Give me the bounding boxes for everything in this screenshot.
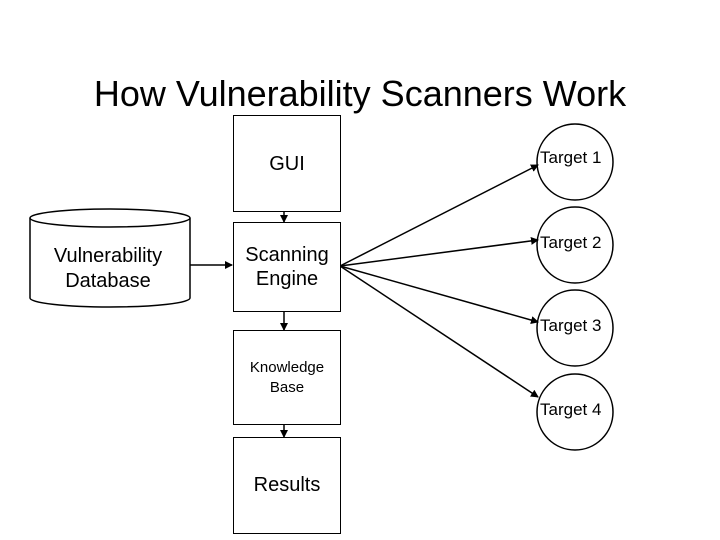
engine-to-target1-arrow xyxy=(339,164,539,267)
scanning-engine-box: Scanning Engine xyxy=(233,222,341,312)
target-circle-4 xyxy=(536,373,614,451)
target-label-1: Target 1 xyxy=(540,148,602,167)
gui-box: GUI xyxy=(233,115,341,212)
gui-label: GUI xyxy=(269,152,305,175)
engine-to-target4-arrow xyxy=(339,265,539,398)
engine-to-target3-arrow xyxy=(339,265,539,324)
knowledge-base-label: Knowledge Base xyxy=(249,358,325,396)
target-label-3: Target 3 xyxy=(540,316,602,335)
slide-title: How Vulnerability Scanners Work xyxy=(93,73,627,114)
scanning-engine-label: Scanning Engine xyxy=(245,244,329,290)
results-label: Results xyxy=(253,474,321,496)
target-circle-1 xyxy=(536,123,614,201)
database-label: Vulnerability Database xyxy=(53,245,163,292)
knowledge-base-box: Knowledge Base xyxy=(233,330,341,425)
engine-to-target2-arrow xyxy=(339,236,539,267)
target-circle-3 xyxy=(536,289,614,367)
target-label-4: Target 4 xyxy=(540,400,602,419)
target-circle-2 xyxy=(536,206,614,284)
database-cylinder xyxy=(29,208,191,308)
target-label-2: Target 2 xyxy=(540,233,602,252)
results-box: Results xyxy=(233,437,341,534)
